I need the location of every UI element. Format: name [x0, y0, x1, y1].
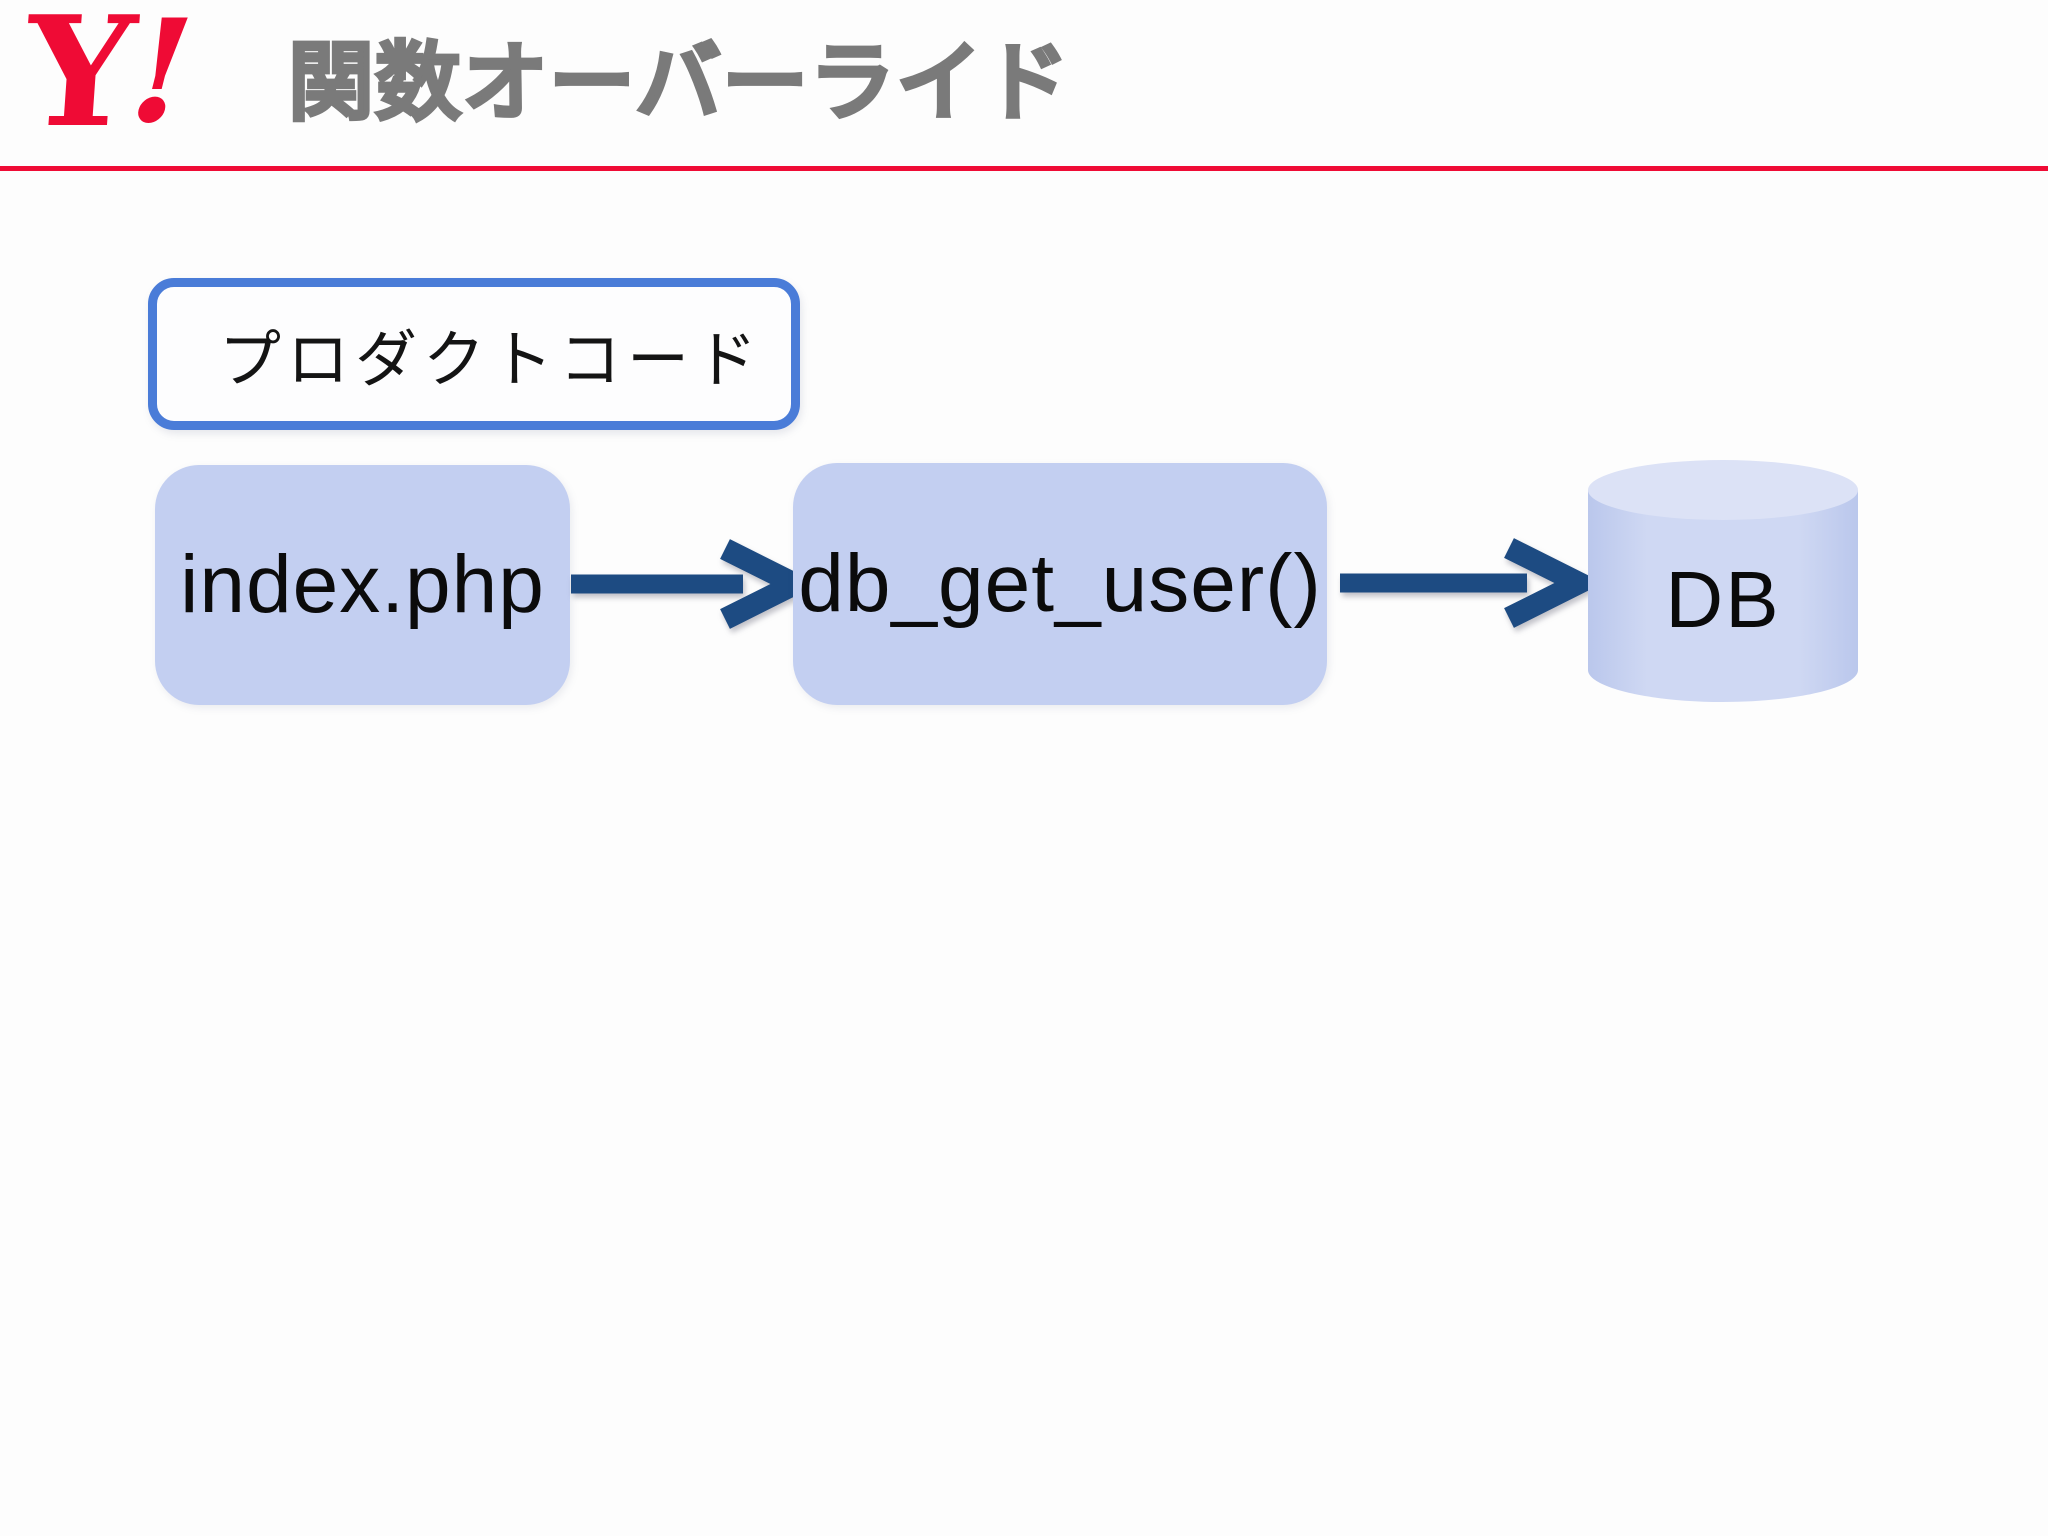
db-cylinder: DB: [1586, 458, 1860, 706]
arrow-index-to-dbgetuser-icon: [571, 539, 808, 629]
db-label: DB: [1665, 555, 1781, 644]
header-divider-line: [0, 166, 2048, 171]
product-code-label-text: プロダクトコード: [219, 326, 764, 395]
arrow-dbgetuser-to-db-icon: [1340, 538, 1592, 628]
node-db-get-user: db_get_user(): [793, 463, 1327, 705]
slide-title: 関数オーバーライド: [286, 33, 1071, 132]
product-code-label: プロダクトコード: [148, 278, 800, 430]
node-db-get-user-label: db_get_user(): [798, 538, 1322, 629]
db-cylinder-shape-icon: [1588, 460, 1858, 702]
node-index-php-label: index.php: [180, 539, 545, 630]
node-index-php: index.php: [155, 465, 570, 705]
yahoo-logo: Y!: [20, 0, 213, 161]
